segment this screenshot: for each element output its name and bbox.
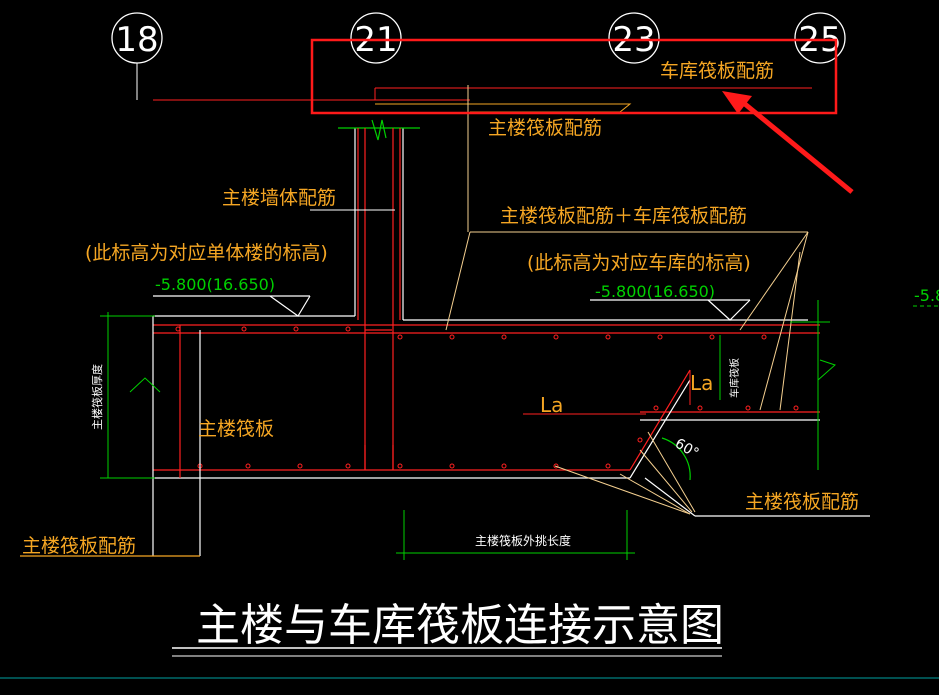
angle-arc [661,437,691,481]
dimension-thickness [100,312,161,479]
slab-outline-left [20,316,201,557]
highlight-arrow [722,91,854,194]
label-wall-rebar: 主楼墙体配筋 [222,187,336,209]
label-garage-raft-thickness: 车库筏板 [728,358,741,398]
label-main-rebar-left: 主楼筏板配筋 [22,535,136,557]
axis-bubble-18: 18 [111,12,163,100]
elevation-marker-left [153,295,311,317]
label-main-raft: 主楼筏板 [198,418,274,440]
wall-rebar [357,119,401,470]
main-raft-rebar [153,324,820,479]
label-main-rebar-right: 主楼筏板配筋 [745,491,859,513]
dimension-garage [719,300,836,470]
label-elevation-left: -5.800(16.650) [155,275,275,294]
wall-structure [153,127,808,321]
label-garage-rebar-top: 车库筏板配筋 [660,60,774,82]
label-note-right: (此标高为对应车库的标高) [527,252,751,274]
drawing-title: 主楼与车库筏板连接示意图 [196,600,724,651]
label-raft-thickness: 主楼筏板厚度 [90,364,104,430]
label-combined-rebar: 主楼筏板配筋＋车库筏板配筋 [500,205,747,227]
axis-bubble-23: 23 [608,12,660,64]
dimension-overhang [396,510,635,560]
label-angle: 60° [672,436,702,462]
highlight-box [310,38,838,115]
label-la-right: La [690,371,713,395]
label-la-left: La [540,393,563,417]
axis-bubble-21: 21 [350,12,402,64]
label-elevation-right: -5.800(16.650) [595,282,715,301]
slope-leaders [445,231,809,515]
rebar-dots [175,326,799,469]
elevation-marker-right [590,299,751,321]
label-elevation-edge: -5.8 [914,286,939,305]
label-overhang-length: 主楼筏板外挑长度 [475,533,571,548]
label-main-rebar-top: 主楼筏板配筋 [488,117,602,139]
label-note-left: (此标高为对应单体楼的标高) [85,242,328,264]
slab-slope [629,369,870,517]
axis-bubble-25: 25 [794,12,846,64]
axis-label-18: 18 [115,20,158,60]
